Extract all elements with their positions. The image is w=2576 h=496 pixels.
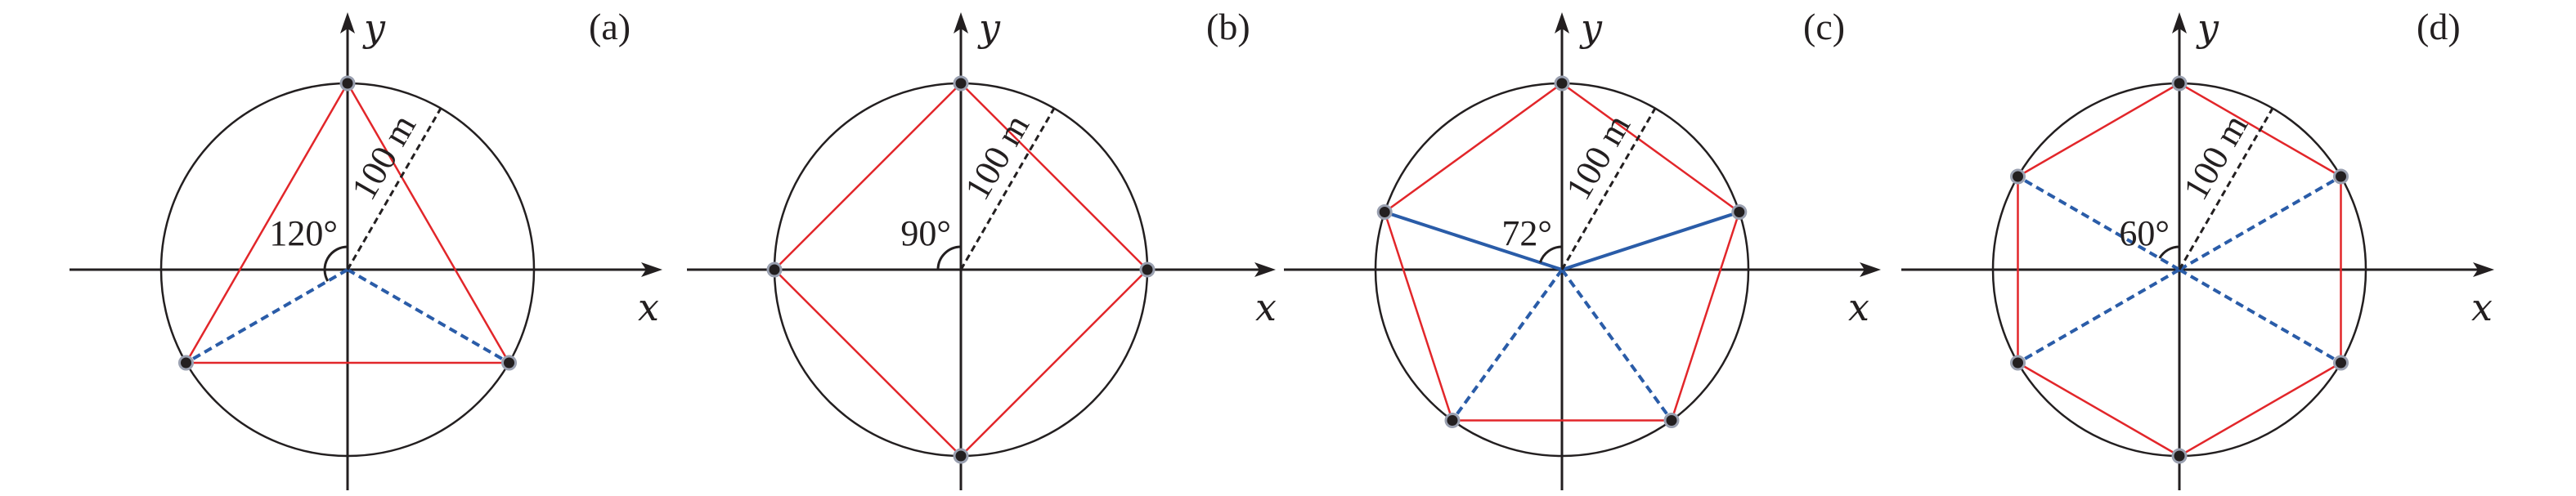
vertex-dot <box>2010 168 2026 185</box>
panel-label: (d) <box>2417 6 2461 47</box>
vertex-dot <box>1731 204 1748 220</box>
vertex-dot <box>1663 413 1680 428</box>
radius-line <box>959 107 1056 270</box>
x-axis-label: x <box>2471 285 2493 329</box>
panel-d: 100 m60°xy(d) <box>1901 6 2494 490</box>
vertex-dot <box>2171 448 2188 464</box>
radius-dashed <box>347 268 510 364</box>
x-axis-label: x <box>638 285 659 329</box>
radius-solid <box>1384 210 1563 271</box>
radius-dashed <box>1451 268 1564 422</box>
polygon <box>1383 82 1741 422</box>
vertex-dot <box>953 75 969 92</box>
x-axis-arrowhead <box>641 262 662 277</box>
vertex-dot <box>1554 75 1570 92</box>
vertex-dot <box>2333 168 2349 185</box>
vertex-dot <box>766 261 783 278</box>
radius-dashed <box>2179 175 2342 271</box>
y-axis-label: y <box>1579 6 1603 50</box>
radius-line <box>1560 107 1657 270</box>
vertex-dot <box>2171 75 2188 92</box>
angle-arc <box>2158 245 2180 259</box>
y-axis-label: y <box>362 6 386 50</box>
y-axis-arrowhead <box>1555 12 1569 34</box>
polygon <box>184 81 511 364</box>
angle-label: 120° <box>269 213 338 253</box>
x-axis-arrowhead <box>1254 262 1276 277</box>
vertex-dot <box>1139 261 1156 278</box>
vertex-dot <box>1376 204 1393 220</box>
panel-label: (a) <box>589 6 631 47</box>
radius-line <box>2178 107 2274 270</box>
vertex-dot <box>501 355 517 371</box>
x-axis-label: x <box>1255 285 1277 329</box>
panel-label: (b) <box>1206 6 1250 47</box>
y-axis-arrowhead <box>2172 12 2187 34</box>
angle-arc <box>1538 245 1563 263</box>
angle-label: 72° <box>1501 213 1552 253</box>
radius-dashed <box>2017 175 2180 271</box>
vertex-dot <box>1444 413 1461 428</box>
x-axis-arrowhead <box>1860 262 1881 277</box>
radius-line <box>346 107 442 270</box>
x-axis-arrowhead <box>2473 262 2494 277</box>
vertex-dot <box>953 448 969 464</box>
y-axis-arrowhead <box>954 12 968 34</box>
y-axis-label: y <box>2196 6 2219 50</box>
y-axis-arrowhead <box>340 12 355 34</box>
panel-c: 100 m72°xy(c) <box>1284 6 1881 490</box>
vertex-dot <box>339 75 356 92</box>
angle-label: 90° <box>900 213 951 253</box>
radius-dashed <box>1560 268 1673 422</box>
angle-arc <box>936 245 962 270</box>
radius-solid <box>1561 210 1740 271</box>
radius-dashed <box>185 268 348 364</box>
panel-b: 100 m90°xy(b) <box>687 6 1277 490</box>
vertex-dot <box>178 355 194 371</box>
vertex-dot <box>2333 355 2349 371</box>
radius-dashed <box>2179 268 2342 364</box>
angle-label: 60° <box>2119 213 2170 253</box>
vertex-dot <box>2010 355 2026 371</box>
angle-arc <box>323 245 348 282</box>
y-axis-label: y <box>977 6 1001 50</box>
x-axis-label: x <box>1848 285 1869 329</box>
panel-label: (c) <box>1803 6 1845 47</box>
radius-dashed <box>2017 268 2180 364</box>
